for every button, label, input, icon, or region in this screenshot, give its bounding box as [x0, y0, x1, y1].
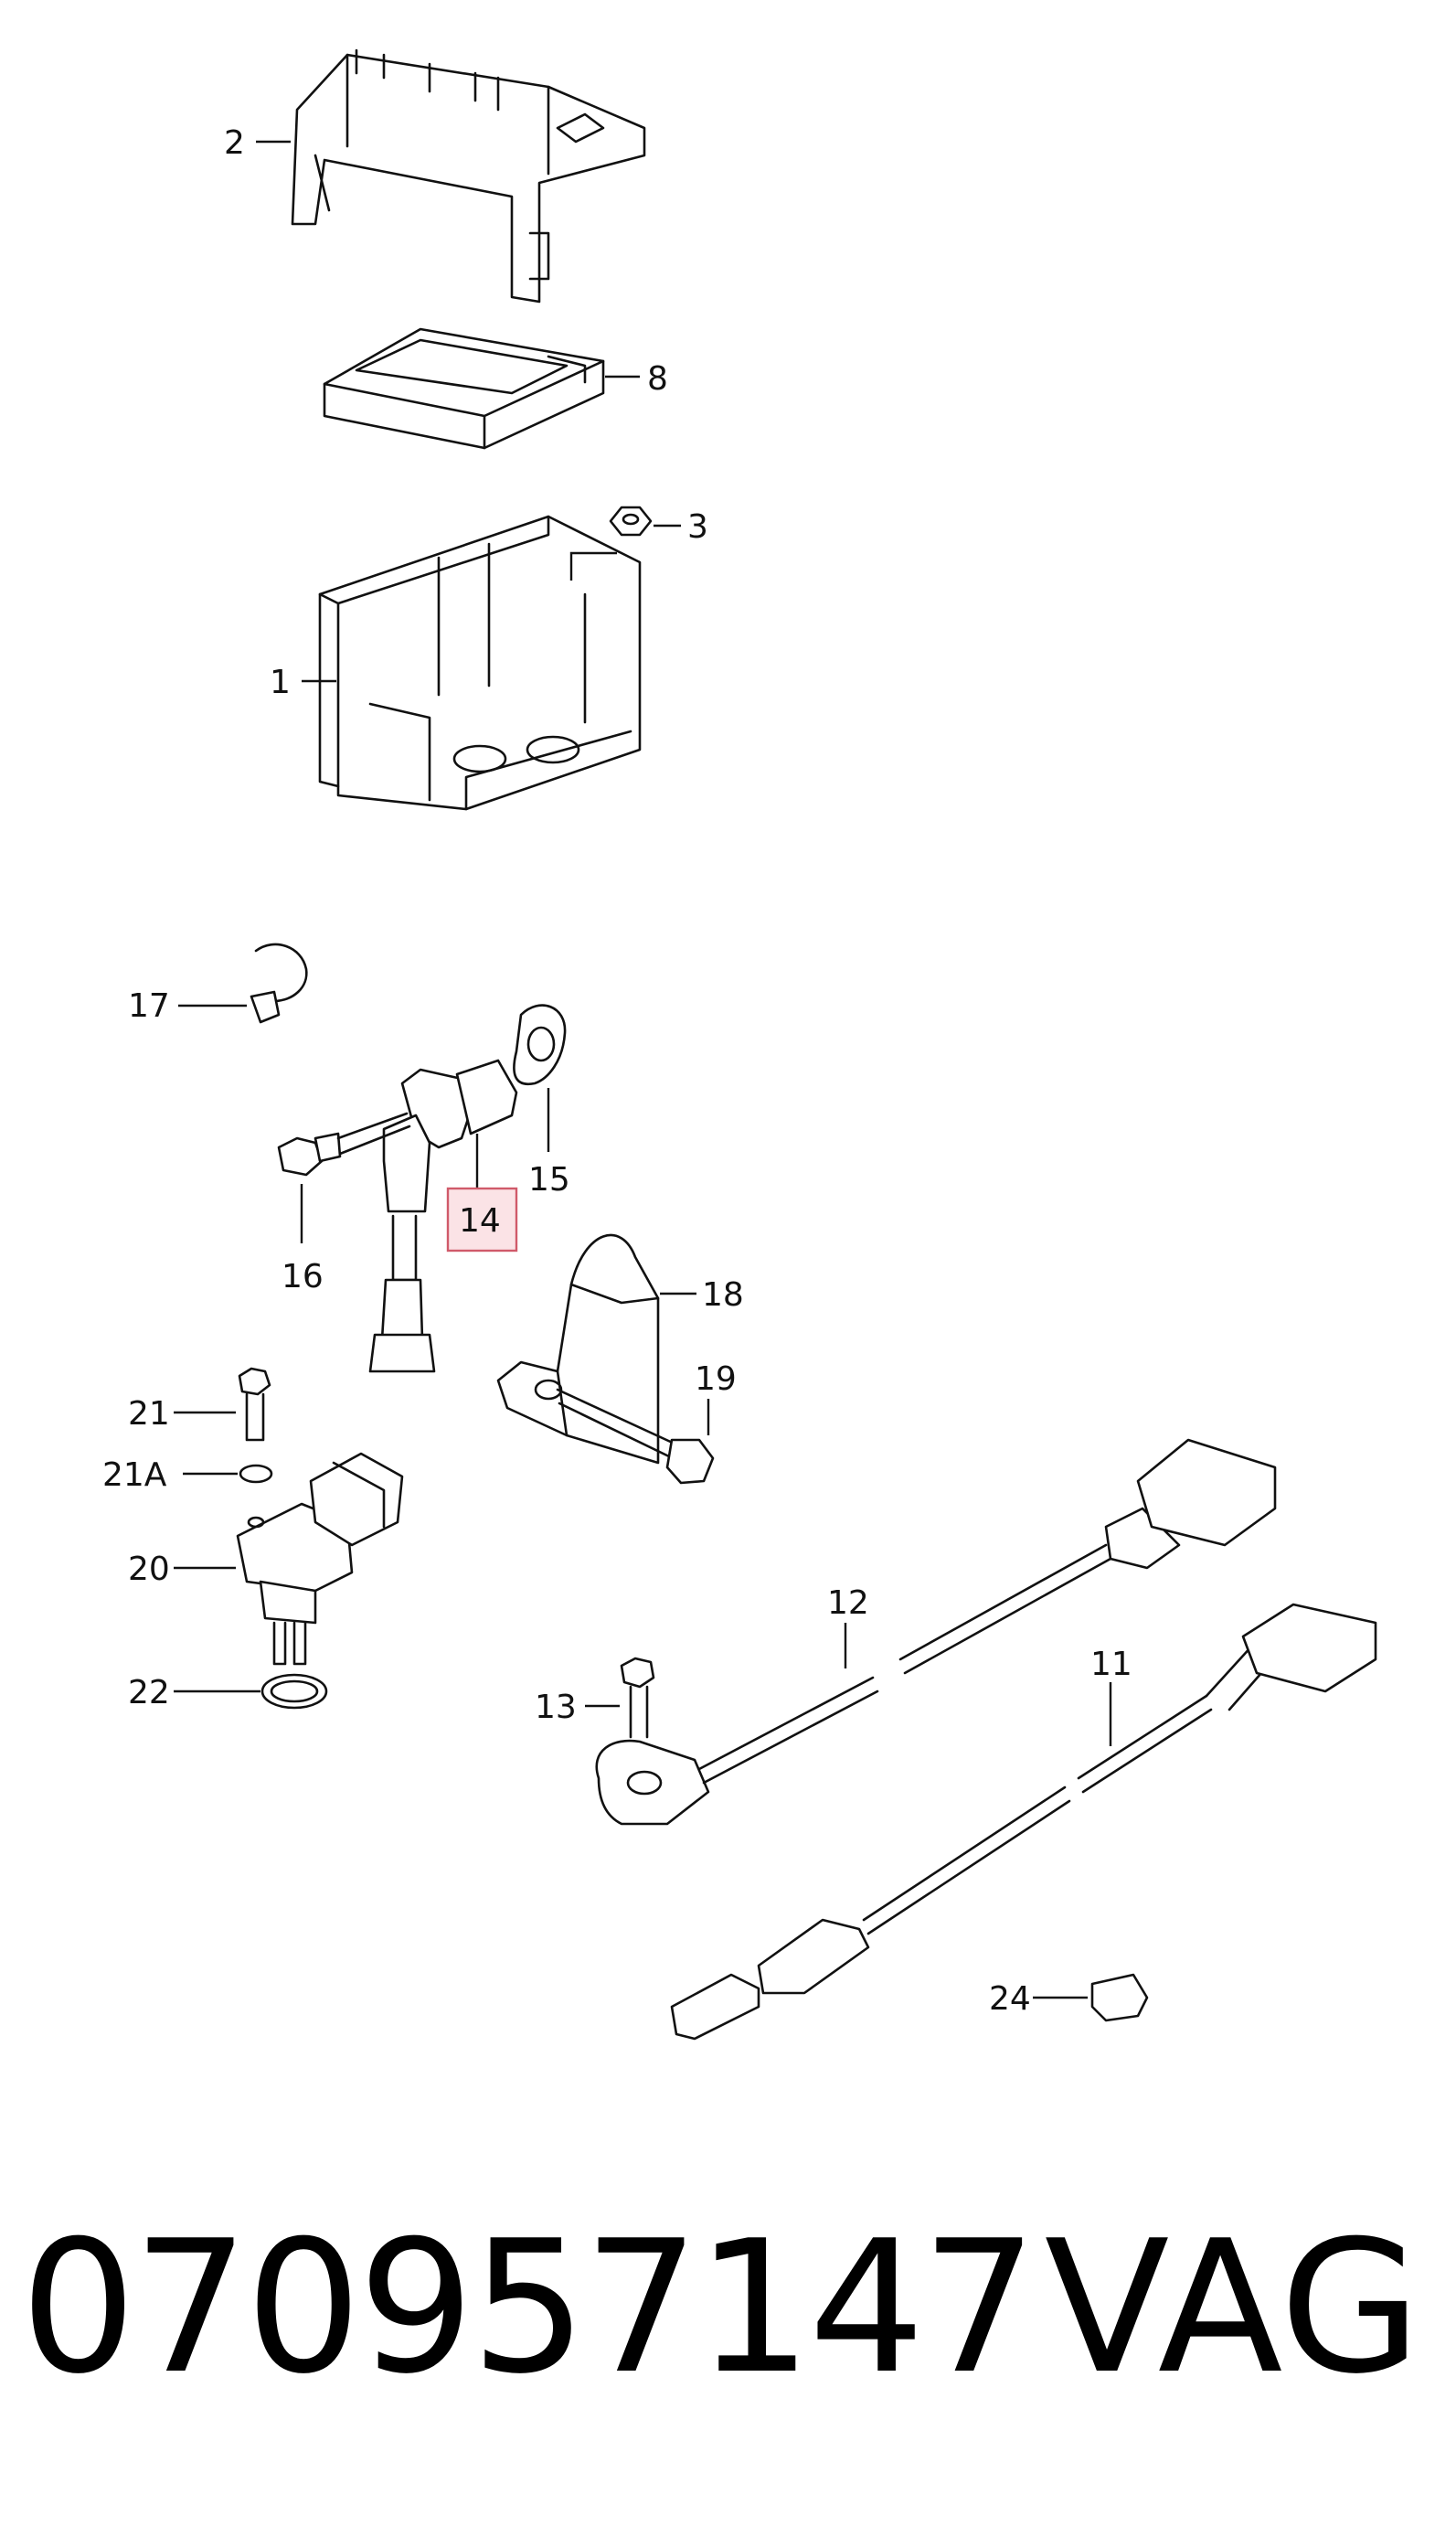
callout-17: 17 [128, 987, 170, 1025]
callout-8: 8 [647, 360, 668, 398]
speed-sensor-part-14 [368, 1059, 518, 1373]
lambda-probe-part-11 [670, 1603, 1377, 2041]
control-unit-part-8 [323, 327, 605, 450]
brand-name: VAG [1044, 2201, 1421, 2414]
sensor-bracket-part-18 [496, 1233, 660, 1465]
part-number: 070957147 [20, 2201, 1037, 2414]
callout-1: 1 [270, 664, 291, 701]
clip-part-24 [1090, 1973, 1149, 2022]
callout-2: 2 [224, 124, 245, 162]
callout-15: 15 [528, 1161, 570, 1199]
pressure-sensor-part-20 [236, 1452, 404, 1666]
callout-21: 21 [128, 1395, 170, 1433]
callout-18: 18 [702, 1276, 744, 1314]
callout-22: 22 [128, 1674, 170, 1711]
bolt-part-19 [556, 1388, 715, 1485]
callout-19: 19 [695, 1360, 737, 1398]
callout-14: 14 [459, 1202, 501, 1240]
footer: 070957147 VAG [0, 2203, 1456, 2414]
bracket-part-2 [291, 48, 646, 304]
callout-11: 11 [1090, 1646, 1132, 1683]
callout-3: 3 [687, 508, 708, 546]
highlight-box-14 [446, 1187, 518, 1253]
tray-part-1 [318, 515, 642, 811]
callout-20: 20 [128, 1551, 170, 1588]
callout-13: 13 [535, 1689, 577, 1726]
gasket-part-15 [513, 1004, 567, 1086]
washer-part-21a [239, 1464, 273, 1484]
callout-12: 12 [827, 1584, 869, 1622]
callout-16: 16 [282, 1258, 324, 1295]
callout-21a: 21A [102, 1456, 167, 1494]
bolt-part-13 [620, 1657, 655, 1739]
clamp-part-17 [250, 943, 308, 1024]
callout-24: 24 [989, 1980, 1031, 2018]
screw-part-21 [238, 1367, 271, 1442]
nut-part-3 [609, 506, 653, 537]
knock-sensor-part-12 [595, 1438, 1277, 1826]
bolt-part-16 [277, 1112, 411, 1177]
o-ring-part-22 [260, 1673, 328, 1710]
